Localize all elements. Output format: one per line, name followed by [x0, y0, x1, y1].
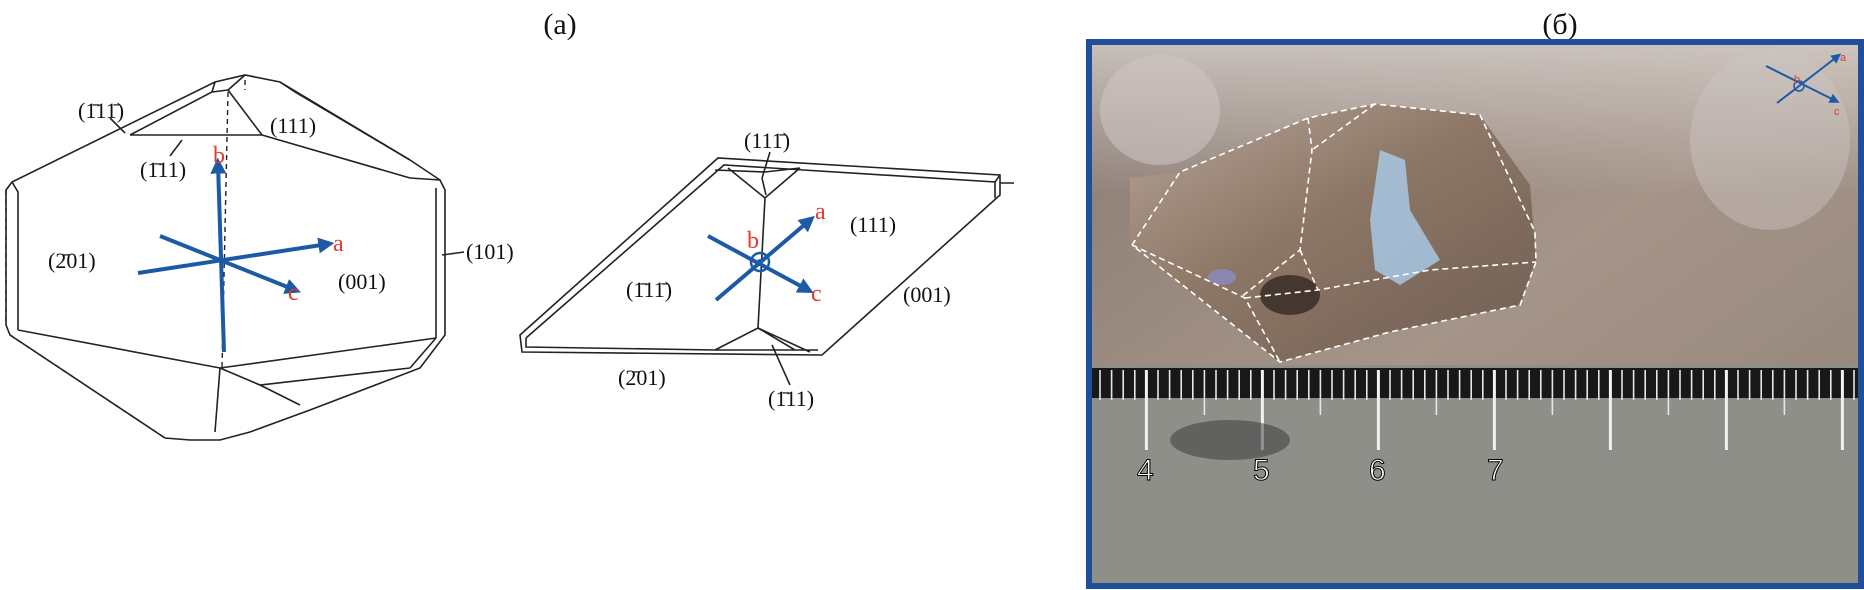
- photo-ruler-band: [1092, 368, 1858, 398]
- photo-axis-label-c: c: [1834, 106, 1840, 118]
- crystal2-face-m1m1: (1̄11̄): [626, 277, 672, 302]
- crystal1-face-101: (101): [466, 239, 514, 264]
- panel-label-a: (a): [543, 8, 576, 41]
- photo-ruler-number-5: 5: [1253, 454, 1270, 487]
- photo-shadow: [1170, 420, 1290, 460]
- photo-axis-b-dot: [1793, 80, 1805, 92]
- photo-left-reflection: [1100, 55, 1220, 165]
- photo-axis-c: [1765, 65, 1840, 103]
- crystal1-face-m201: (2̄01): [48, 248, 96, 273]
- photo-axis-a: [1776, 53, 1842, 104]
- crystal1-inner-edges: [11, 74, 441, 433]
- photo-ruler: [1092, 365, 1858, 583]
- photo-ruler-number-7: 7: [1487, 454, 1504, 487]
- crystal2-face-m111: (1̄11): [768, 386, 814, 411]
- crystal1-axis-c: [159, 234, 301, 294]
- crystal2-leader-m111: [771, 344, 791, 386]
- photo-orientation-inset: a b c: [1765, 52, 1847, 118]
- photo-crystal-dark-inclusion: [1260, 275, 1320, 315]
- photo-crystal-light-patch: [1370, 150, 1440, 285]
- crystal2-face-111: (111): [850, 212, 896, 237]
- photo-ruler-number-6: 6: [1369, 454, 1386, 487]
- crystal2-axis-label-c: c: [811, 281, 822, 307]
- crystal2-axis-label-a: a: [815, 199, 826, 225]
- photo-axis-label-b: b: [1794, 74, 1800, 86]
- photo-axis-label-a: a: [1840, 52, 1847, 64]
- photo-ruler-number-4: 4: [1137, 454, 1154, 487]
- crystal1-axis-label-b: b: [213, 143, 225, 169]
- crystal2-outline: [519, 157, 1001, 356]
- crystal1-leader-m111: [169, 139, 183, 157]
- crystal1-face-111: (111): [270, 113, 316, 138]
- crystal1-face-m1m1: (1̄11̄): [78, 98, 124, 123]
- crystal1-leader-m1m1: [109, 117, 126, 134]
- crystal2-face-11m1: (111̄): [744, 128, 790, 153]
- crystal2-leader-11m1: [761, 151, 771, 179]
- crystal1-axis-label-a: a: [333, 231, 344, 257]
- crystal2-axis-b-center: [757, 259, 763, 265]
- crystal1-axis-b: [210, 157, 227, 353]
- crystal1-axis-a: [137, 237, 335, 275]
- crystal2-axis-b-dot: [749, 251, 771, 273]
- crystal1-face-001: (001): [338, 269, 386, 294]
- crystal1-hidden-edges: [5, 80, 246, 439]
- crystal2-inner-edges: [525, 164, 1014, 353]
- crystal2-axis-a: [714, 215, 815, 302]
- panel-label-b: (б): [1542, 8, 1577, 41]
- crystal1-leader-101: [441, 251, 465, 256]
- crystal-drawing-1: a b c (1̄11̄) (1̄11) (111) (2̄01) (001) …: [5, 74, 514, 441]
- crystal2-axis-label-b: b: [747, 228, 759, 254]
- crystal2-face-001: (001): [903, 282, 951, 307]
- crystal2-face-m201: (2̄01): [618, 365, 666, 390]
- photo-crystal-rainbow: [1208, 269, 1236, 285]
- crystal1-face-m111: (1̄11): [140, 157, 186, 182]
- photo-face-edges: [1131, 103, 1537, 363]
- crystal1-axis-label-c: c: [288, 280, 299, 306]
- photo-crystal-body: [1130, 104, 1536, 362]
- crystal-photo: 4 5 6 7 a b c: [1086, 39, 1864, 589]
- photo-right-reflection: [1690, 50, 1850, 230]
- crystal-drawing-2: a b c (111̄) (111) (1̄11̄) (001) (2̄01) …: [519, 128, 1014, 411]
